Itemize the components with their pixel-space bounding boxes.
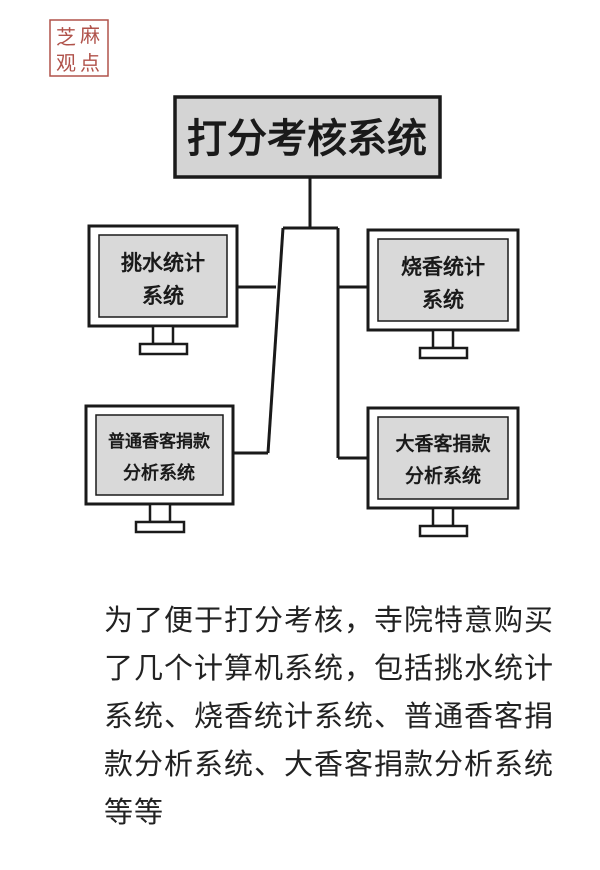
monitor-label-line2: 系统 [142, 284, 184, 308]
monitor-label-line2: 分析系统 [405, 464, 481, 487]
monitor-screen [95, 414, 224, 496]
monitor-neck [431, 506, 455, 528]
monitor-label-line2: 分析系统 [123, 462, 195, 484]
seal-char-4: 点 [80, 51, 100, 75]
diagram-title: 打分考核系统 [187, 116, 427, 162]
seal-char-2: 麻 [80, 23, 100, 47]
monitor-top-right: 烧香统计 系统 [366, 228, 520, 360]
monitor-label-line2: 系统 [422, 288, 464, 312]
monitor-label-line1: 挑水统计 [121, 251, 205, 275]
seal-char-1: 芝 [56, 25, 76, 49]
left-trunk [266, 227, 285, 454]
monitor-bottom-right: 大香客捐款 分析系统 [366, 406, 520, 538]
monitor-label-line1: 烧香统计 [401, 255, 485, 279]
title-box: 打分考核系统 [173, 95, 442, 179]
caption-text: 为了便于打分考核，寺院特意购买了几个计算机系统，包括挑水统计系统、烧香统计系统、… [104, 603, 555, 829]
monitor-label-line1: 普通香客捐款 [108, 431, 211, 452]
monitor-top-left: 挑水统计 系统 [87, 224, 239, 356]
monitor-neck [148, 502, 172, 524]
monitor-bottom-left: 普通香客捐款 分析系统 [84, 404, 235, 534]
monitor-base [134, 520, 186, 534]
seal-border [49, 19, 109, 77]
monitor-base [418, 346, 469, 360]
monitor-neck [431, 328, 455, 350]
monitor-neck [151, 324, 175, 346]
monitor-base [418, 524, 469, 538]
monitor-screen [98, 234, 228, 318]
monitor-label-line1: 大香客捐款 [395, 432, 491, 455]
connector-lines [233, 177, 368, 460]
seal-stamp: 芝 麻 观 点 [49, 19, 109, 77]
monitor-base [138, 342, 189, 356]
org-diagram: 打分考核系统 挑水统计 系统 烧香统计 系统 [84, 95, 520, 538]
title-box-frame [173, 95, 442, 179]
monitor-screen [377, 416, 509, 500]
monitor-screen [377, 238, 509, 322]
seal-char-3: 观 [56, 51, 76, 75]
